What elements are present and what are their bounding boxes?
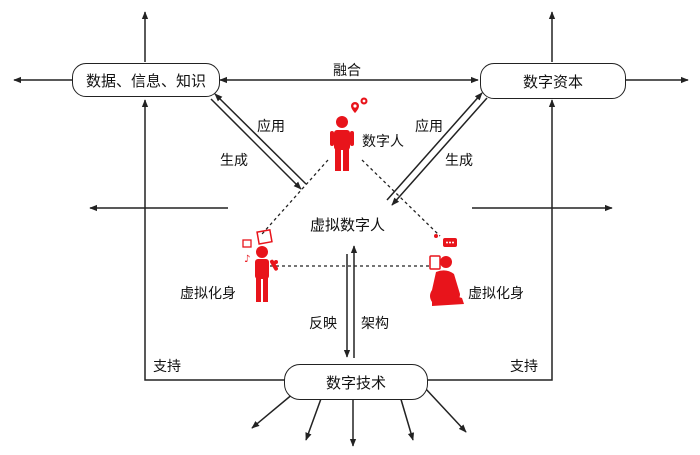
apply-arrow-left <box>214 93 307 185</box>
label-support-left: 支持 <box>153 359 181 375</box>
support-arrow-left <box>141 99 285 381</box>
avatar-right-figure <box>429 234 464 306</box>
apply-arrow-right <box>386 92 483 201</box>
dashed-link-top-right <box>361 159 441 237</box>
generate-arrow-left <box>210 98 302 190</box>
label-apply-right: 应用 <box>415 119 443 135</box>
label-generate-right: 生成 <box>445 153 473 169</box>
arrow-out-bottom-4 <box>399 395 415 441</box>
label-avatar-right: 虚拟化身 <box>468 286 524 302</box>
arrow-out-bottom-5 <box>424 387 467 433</box>
dashed-link-top-left <box>261 159 329 235</box>
tablet-icon <box>256 229 273 245</box>
label-reflect: 反映 <box>309 316 337 332</box>
label-architect: 架构 <box>361 316 389 332</box>
node-digital-tech: 数字技术 <box>284 364 428 400</box>
digital-human-figure <box>330 97 368 171</box>
arrow-out-bottom-2 <box>305 395 323 441</box>
avatar-left-figure: ♪ <box>242 229 278 302</box>
label-avatar-left: 虚拟化身 <box>180 286 236 302</box>
label-fusion: 融合 <box>333 63 361 79</box>
label-apply-left: 应用 <box>257 119 285 135</box>
label-generate-left: 生成 <box>220 153 248 169</box>
person-icon <box>336 116 348 128</box>
label-support-right: 支持 <box>510 359 538 375</box>
node-virtual-human: 虚拟数字人 <box>310 216 386 234</box>
generate-arrow-right <box>391 97 488 206</box>
music-note-icon: ♪ <box>244 254 250 265</box>
label-digital-human: 数字人 <box>362 134 404 150</box>
node-data-info-knowledge: 数据、信息、知识 <box>72 63 220 97</box>
node-digital-capital: 数字资本 <box>480 63 626 99</box>
support-arrow-right <box>428 99 556 381</box>
